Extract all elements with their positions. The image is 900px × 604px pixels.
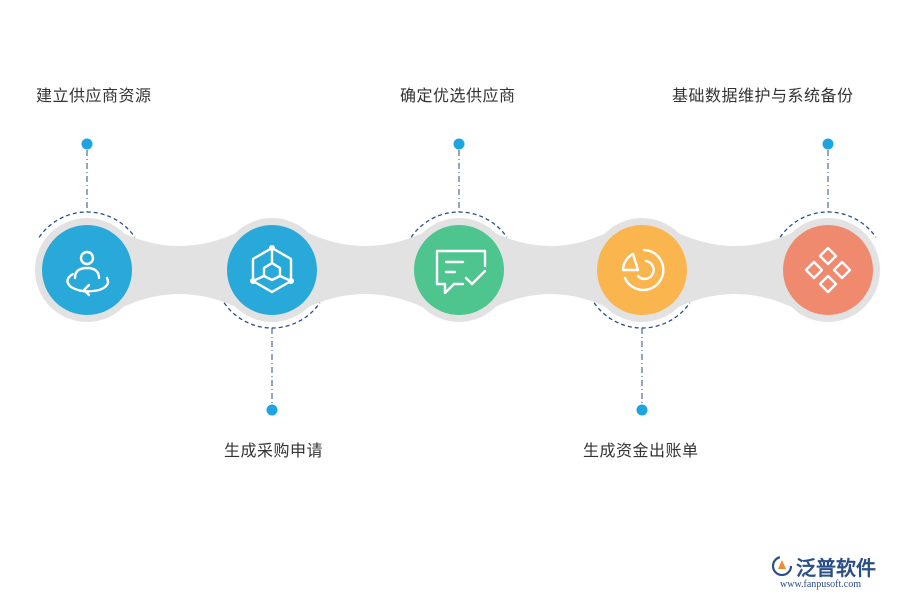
brand-url: www.fanpusoft.com: [780, 579, 862, 590]
leader-dot: [81, 138, 93, 150]
step-circle: [783, 225, 873, 315]
leader-dot: [266, 404, 278, 416]
dashed-arc: [593, 302, 691, 329]
brand-logo-block: 泛普软件 www.fanpusoft.com: [770, 552, 894, 596]
dashed-arcs: [38, 211, 877, 329]
step-label-3: 确定优选供应商: [400, 86, 516, 105]
step-circle: [42, 225, 132, 315]
person-orbit-icon: [66, 250, 110, 297]
leader-dot: [822, 138, 834, 150]
step-label-1: 建立供应商资源: [36, 86, 152, 105]
brand-mark-icon: [771, 555, 793, 577]
step-circle: [414, 225, 504, 315]
pie-chart-icon: [621, 248, 665, 292]
step-label-5: 基础数据维护与系统备份: [672, 86, 854, 105]
step-circle: [227, 225, 317, 315]
leader-dot: [636, 404, 648, 416]
hexagon-network-icon: [250, 245, 294, 294]
connector-band: [117, 230, 798, 310]
step-label-4: 生成资金出账单: [583, 441, 699, 460]
leader-lines: [81, 138, 834, 416]
leader-dot: [453, 138, 465, 150]
connector-segment: [672, 230, 798, 310]
step-circles: [42, 225, 873, 315]
dashed-arc: [410, 211, 508, 238]
chat-check-icon: [435, 249, 487, 295]
step-label-2: 生成采购申请: [224, 441, 324, 460]
dashed-arc: [223, 302, 321, 329]
connector-segment: [117, 230, 242, 310]
step-icons: [66, 245, 852, 297]
brand-name: 泛普软件: [796, 556, 876, 580]
connector-segment: [302, 230, 429, 310]
dashed-arc: [38, 211, 136, 238]
step-circle: [597, 225, 687, 315]
dashed-arc: [779, 211, 877, 238]
connector-segment: [489, 230, 612, 310]
diamond-grid-icon: [804, 246, 852, 294]
